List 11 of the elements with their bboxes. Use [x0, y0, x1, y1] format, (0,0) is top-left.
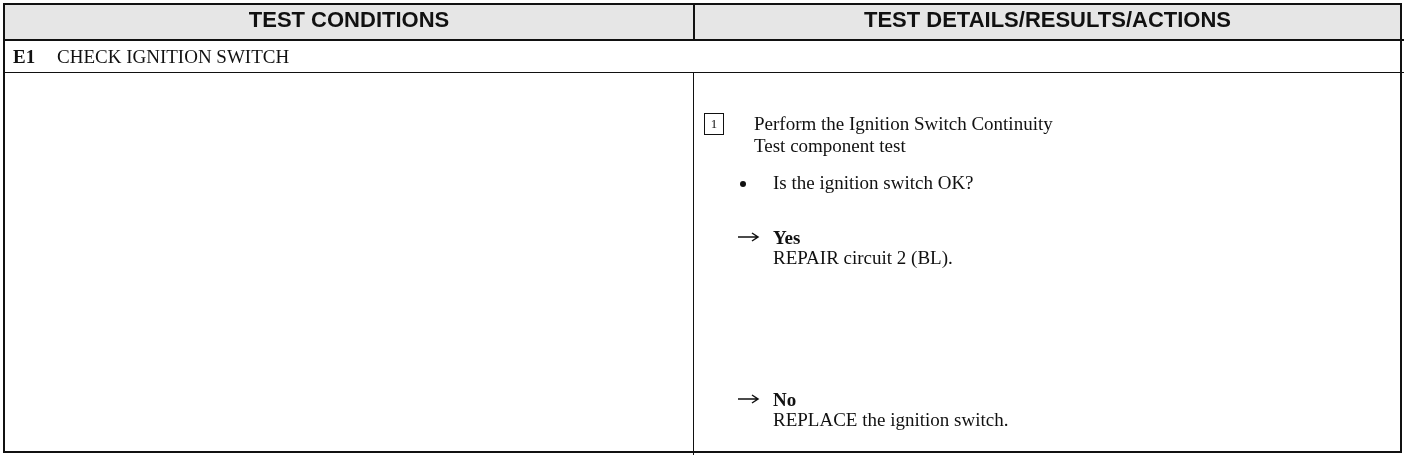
answer-label: No [773, 389, 797, 411]
action-text: REPAIR circuit 2 (BL). [773, 247, 953, 269]
step-title: CHECK IGNITION SWITCH [57, 46, 290, 68]
question-text: Is the ignition switch OK? [773, 172, 974, 194]
instruction-text: Perform the Ignition Switch Continuity Test component test [754, 113, 1054, 157]
step-code: E1 [13, 46, 36, 68]
answer-label: Yes [773, 227, 801, 249]
step-number: 1 [704, 113, 724, 135]
action-text: REPLACE the ignition switch. [773, 409, 1009, 431]
column-header: TEST CONDITIONS [247, 9, 451, 31]
column-header: TEST DETAILS/RESULTS/ACTIONS [862, 9, 1233, 31]
